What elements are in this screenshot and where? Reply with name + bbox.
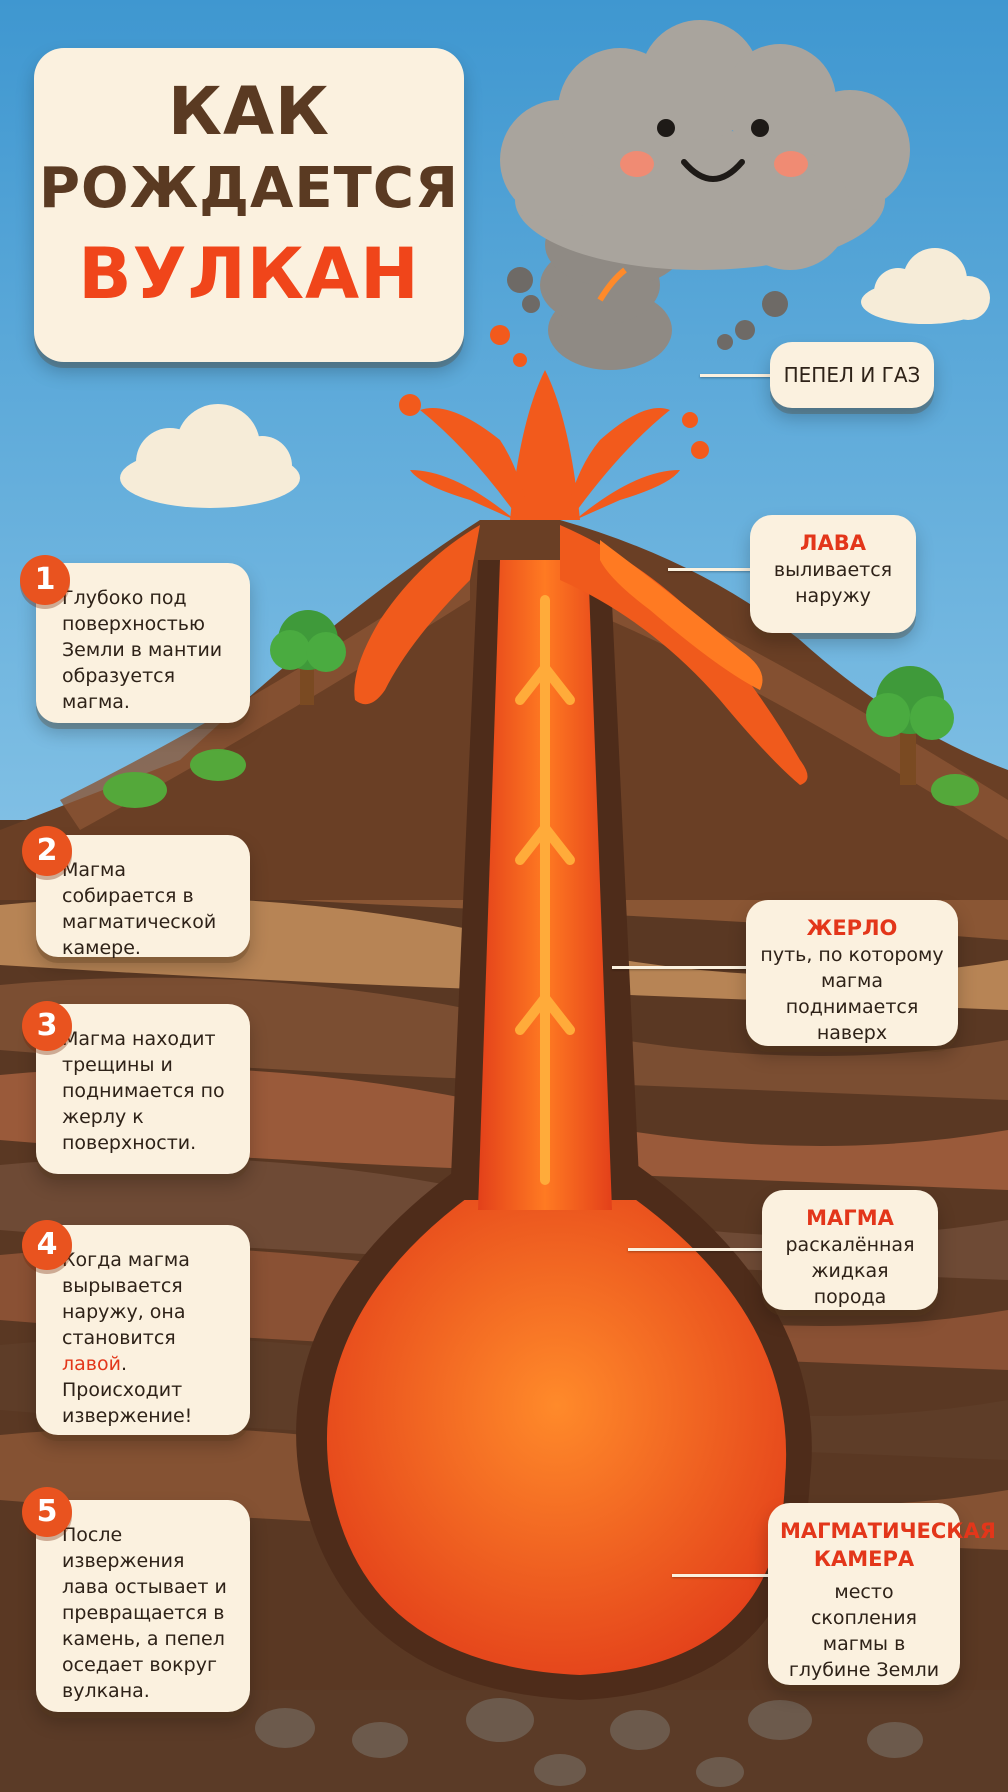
step-4-lava-word: лавой [62,1353,121,1375]
step-5-card: После извержения лава остывает и превращ… [36,1500,250,1712]
ash-cloud [500,20,910,270]
step-4-text-end: . Происходит извержение! [62,1353,193,1427]
chamber-label-text: место скопления магмы в глубине Земли [788,1581,940,1681]
grass [103,749,979,808]
title-card: КАК РОЖДАЕТСЯ ВУЛКАН [34,48,464,362]
step-1-card: Глубоко под поверхностью Земли в мантии … [36,563,250,723]
chamber-label-heading: МАГМАТИЧЕСКАЯ КАМЕРА [780,1519,996,1571]
title-line-3: ВУЛКАН [78,233,420,315]
ash-gas-label: ПЕПЕЛ И ГАЗ [770,342,934,408]
lava-label-text: выливается наружу [773,559,893,607]
magma-chamber [296,1160,812,1700]
title-line-2: РОЖДАЕТСЯ [38,156,460,221]
tree-right [866,666,954,785]
vent-connector [612,966,748,969]
ash-connector [700,374,772,377]
step-5-badge: 5 [22,1487,72,1537]
magma-label: МАГМА раскалённая жидкая порода [762,1190,938,1310]
magma-connector [628,1248,764,1251]
magma-label-heading: МАГМА [806,1206,894,1230]
vent-label-heading: ЖЕРЛО [806,916,898,940]
chamber-connector [672,1574,768,1577]
vent-label: ЖЕРЛО путь, по которому магма поднимаетс… [746,900,958,1046]
step-1-badge: 1 [20,555,70,605]
vent-label-text: путь, по которому магма поднимается наве… [760,944,944,1044]
tree-left [270,610,346,705]
rising-arrows [515,595,575,1185]
lava-flows [354,525,808,785]
lava-label: ЛАВА выливается наружу [750,515,916,633]
step-3-card: Магма находит трещины и поднимается по ж… [36,1004,250,1174]
step-3-text: Магма находит трещины и поднимается по ж… [62,1028,225,1154]
lava-label-heading: ЛАВА [800,531,866,555]
step-4-text-start: Когда магма вырывается наружу, она стано… [62,1249,190,1349]
magma-label-text: раскалённая жидкая порода [785,1234,915,1308]
cloud-left [120,404,300,508]
step-2-badge: 2 [22,826,72,876]
step-2-card: Магма собирается в магматической камере. [36,835,250,959]
title-line-1: КАК [168,73,330,150]
eruption [399,325,709,520]
step-2-text: Магма собирается в магматической камере. [62,859,217,959]
step-3-badge: 3 [22,1001,72,1051]
ash-particles [507,267,788,350]
cloud-right [861,248,990,324]
step-1-text: Глубоко под поверхностью Земли в мантии … [62,587,223,713]
step-5-text: После извержения лава остывает и превращ… [62,1524,227,1702]
step-4-card: Когда магма вырывается наружу, она стано… [36,1225,250,1435]
lava-connector [668,568,752,571]
step-4-badge: 4 [22,1220,72,1270]
rocks [255,1698,923,1787]
ash-gas-label-text: ПЕПЕЛ И ГАЗ [783,363,921,387]
chamber-label: МАГМАТИЧЕСКАЯ КАМЕРА место скопления маг… [768,1503,996,1685]
